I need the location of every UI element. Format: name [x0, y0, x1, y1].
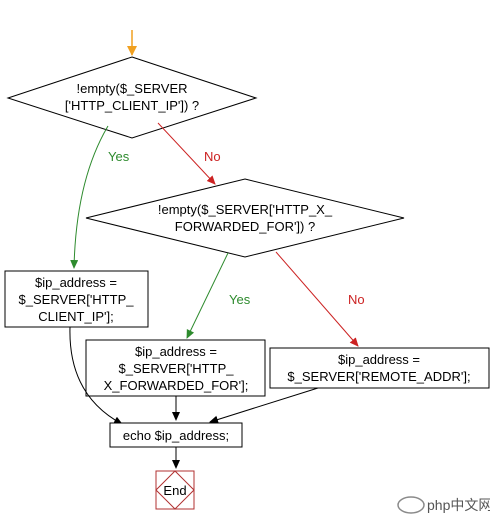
decision-client-ip: !empty($_SERVER ['HTTP_CLIENT_IP']) ? — [6, 56, 258, 139]
edge-yes-forwarded — [186, 252, 229, 339]
box-remote-line1: $ip_address = — [338, 352, 420, 367]
edge-remote-to-echo — [209, 387, 319, 424]
box-forwarded-line3: X_FORWARDED_FOR']; — [104, 378, 249, 393]
label-yes-2: Yes — [229, 292, 251, 307]
box-client-ip-line2: $_SERVER['HTTP_ — [19, 292, 135, 307]
watermark: php中文网 — [397, 496, 490, 514]
end-label: End — [163, 483, 186, 498]
box-forwarded-line2: $_SERVER['HTTP_ — [119, 361, 235, 376]
edge-client-ip-to-echo — [69, 326, 123, 425]
box-client-ip-line1: $ip_address = — [35, 275, 117, 290]
box-remote-line2: $_SERVER['REMOTE_ADDR']; — [287, 369, 470, 384]
edge-yes-client-ip — [70, 125, 109, 269]
php-logo-icon — [397, 496, 425, 514]
decision-forwarded-line2: FORWARDED_FOR']) ? — [175, 219, 315, 234]
decision-forwarded-for: !empty($_SERVER['HTTP_X_ FORWARDED_FOR']… — [85, 178, 405, 258]
end-node: End — [155, 470, 195, 510]
watermark-text: php中文网 — [427, 497, 490, 513]
label-yes-1: Yes — [108, 149, 130, 164]
box-remote-addr: $ip_address = $_SERVER['REMOTE_ADDR']; — [269, 347, 490, 389]
decision-client-ip-line1: !empty($_SERVER — [76, 81, 187, 96]
box-forwarded-line1: $ip_address = — [135, 344, 217, 359]
echo-text: echo $ip_address; — [123, 428, 229, 443]
label-no-1: No — [204, 149, 221, 164]
decision-forwarded-line1: !empty($_SERVER['HTTP_X_ — [158, 202, 333, 217]
box-echo: echo $ip_address; — [109, 422, 243, 448]
box-client-ip: $ip_address = $_SERVER['HTTP_ CLIENT_IP'… — [4, 270, 149, 328]
edge-no-forwarded — [275, 251, 359, 347]
box-forwarded-for: $ip_address = $_SERVER['HTTP_ X_FORWARDE… — [85, 339, 266, 397]
edge-no-client-ip — [157, 122, 216, 185]
box-client-ip-line3: CLIENT_IP']; — [38, 309, 113, 324]
decision-client-ip-line2: ['HTTP_CLIENT_IP']) ? — [65, 98, 199, 113]
label-no-2: No — [348, 292, 365, 307]
